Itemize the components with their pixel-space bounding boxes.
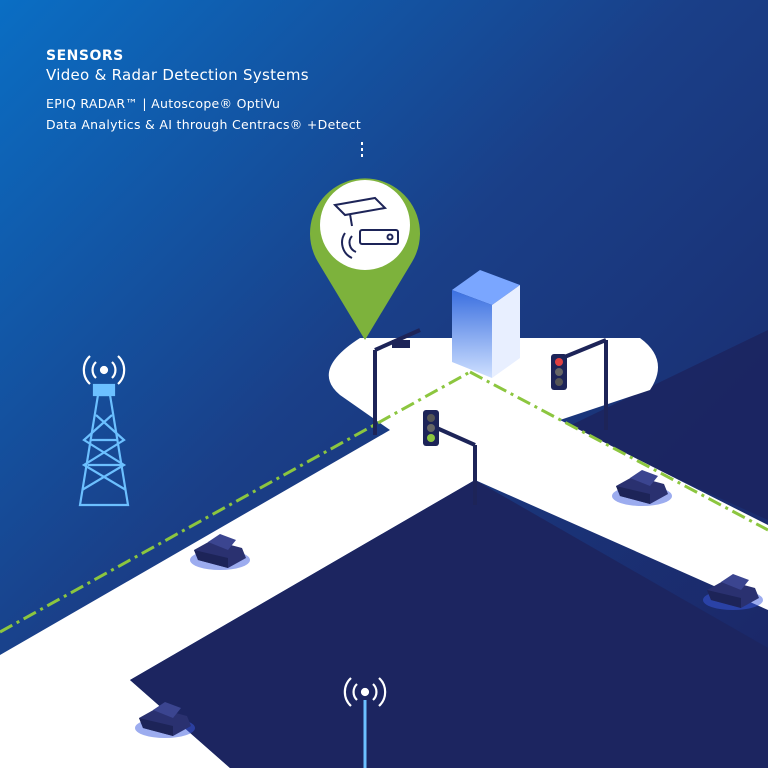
analytics-line: Data Analytics & AI through Centracs® +D…: [46, 117, 362, 132]
detector-pole: [373, 328, 421, 435]
radar-sensor-icon: [341, 229, 399, 259]
product-names: EPIQ RADAR™ | Autoscope® OptiVu: [46, 96, 281, 111]
roads: [0, 338, 768, 768]
traffic-light-right: [551, 338, 608, 430]
sensor-location-pin: [309, 178, 420, 340]
section-subtitle: Video & Radar Detection Systems: [46, 66, 309, 84]
traffic-light-center: [423, 410, 477, 505]
dark-block-lower: [130, 480, 768, 768]
detection-lines: [0, 370, 768, 634]
dark-block-upper: [565, 330, 768, 520]
cell-tower-icon: [78, 354, 130, 507]
traffic-cabinet: [452, 270, 520, 378]
antenna-icon: [343, 676, 387, 768]
section-category: SENSORS: [46, 48, 124, 64]
video-camera-icon: [332, 196, 388, 227]
